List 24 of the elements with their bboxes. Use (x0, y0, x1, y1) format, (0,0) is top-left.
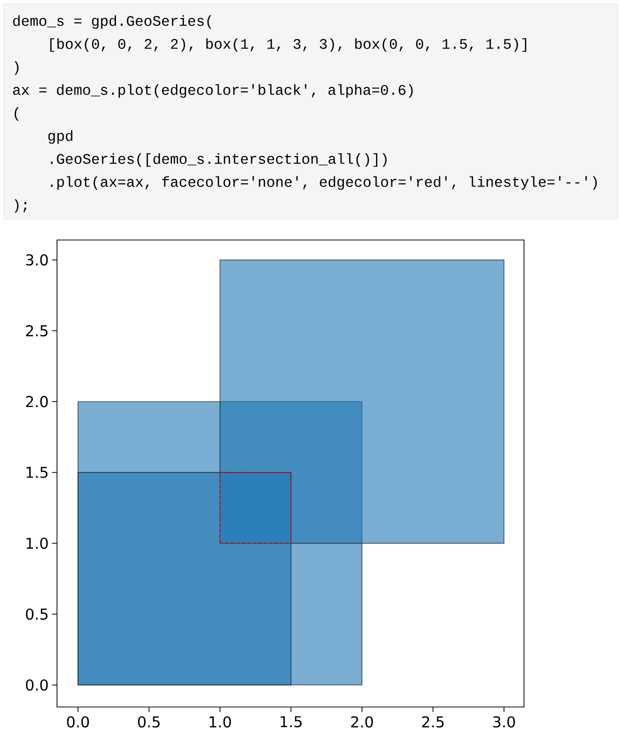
tick-label: 1.0 (26, 538, 48, 549)
tick-label: 1.5 (26, 466, 48, 478)
label: ax = demo_s.plot(edgecolor='black', alpha=0.6) (13, 84, 413, 98)
tick-label: 1.5 (280, 716, 302, 728)
label: ( (14, 107, 19, 121)
tick-label: 2.5 (26, 325, 48, 336)
tick-label: 3.0 (26, 254, 48, 266)
tick-label: 0.5 (138, 716, 160, 728)
tick-label: 2.0 (26, 396, 48, 408)
tick-label: 0.0 (26, 679, 48, 691)
tick-label: 2.0 (351, 716, 373, 728)
label: .plot(ax=ax, facecolor='none', edgecolor='red', linestyle='--') (50, 176, 597, 190)
tick-label: 0.0 (67, 716, 89, 728)
label: ) (14, 61, 19, 75)
label: gpd (48, 130, 72, 144)
label: .GeoSeries([demo_s.intersection_all()]) (50, 153, 387, 167)
label: ); (14, 199, 27, 213)
tick-label: 2.5 (422, 716, 444, 728)
tick-label: 3.0 (493, 716, 515, 728)
label: demo_s = gpd.GeoSeries( (13, 15, 212, 29)
code-cell: demo_s = gpd.GeoSeries( [box(0, 0, 2, 2), box(1, 1, 3, 3), box(0, 0, 1.5, 1.5)] ) ax = demo_s.plot(edgecolor='black', alpha=0.6) ( gpd .GeoSeries([demo_s.intersection_all()]) .plot(ax=ax, facecolor='none', edgecolor='red', linestyle='--') ); (4, 4, 618, 220)
label: [box(0, 0, 2, 2), box(1, 1, 3, 3), box(0, 0, 1.5, 1.5)] (50, 38, 526, 52)
tick-label: 1.0 (210, 716, 231, 728)
tick-label: 0.5 (26, 608, 48, 620)
